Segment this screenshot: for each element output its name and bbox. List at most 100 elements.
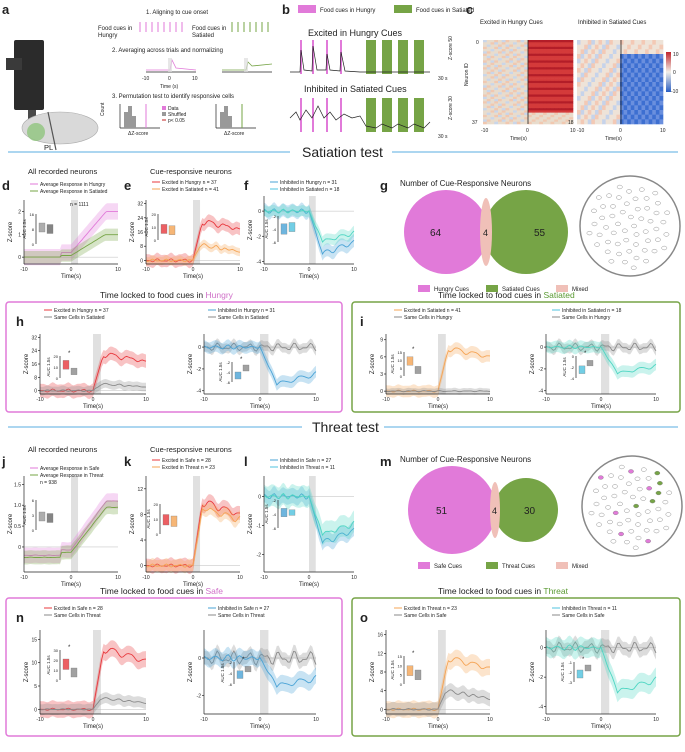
heat-cell <box>637 44 642 50</box>
heat-cell <box>584 110 589 115</box>
j-title: All recorded neurons <box>28 445 97 454</box>
cell-contour <box>645 476 652 481</box>
heat-cell <box>539 53 544 57</box>
heat-cell <box>594 40 599 45</box>
heat-cell <box>524 117 529 120</box>
heat-cell <box>520 74 525 77</box>
inset-tick: 10 <box>398 663 403 668</box>
panel-m: Number of Cue-Responsive Neurons 51 4 30… <box>400 455 683 570</box>
heat-cell <box>609 68 614 73</box>
heat-cell <box>580 86 585 92</box>
x-tick-label: 10 <box>143 717 149 723</box>
heat-cell <box>498 103 503 107</box>
heat-cell <box>490 114 495 118</box>
heat-cell <box>483 114 488 118</box>
series-band-0 <box>146 494 240 575</box>
heat-cell <box>630 82 635 87</box>
heat-cell <box>546 53 551 57</box>
heat-cell <box>486 80 491 84</box>
heat-cell <box>531 105 536 109</box>
c-xtick-l-neg10: -10 <box>481 128 488 134</box>
heat-cell <box>494 60 499 64</box>
heat-cell <box>602 86 606 92</box>
heat-cell <box>483 117 488 120</box>
heat-cell <box>569 114 574 118</box>
heat-cell <box>550 64 555 68</box>
heat-cell <box>486 60 491 64</box>
heat-cell <box>569 49 574 52</box>
heat-cell <box>543 40 548 43</box>
heat-cell <box>577 63 581 69</box>
x-tick-label: 10 <box>351 575 357 581</box>
heat-cell <box>577 40 581 45</box>
heat-cell <box>616 91 621 97</box>
heat-cell <box>587 54 592 59</box>
heat-cell <box>569 89 574 93</box>
heat-cell <box>505 83 510 86</box>
heat-cell <box>486 76 491 79</box>
section-title-threat: Threat test <box>312 419 379 435</box>
heat-cell <box>490 58 495 61</box>
heat-cell <box>543 96 548 100</box>
heat-cell <box>505 85 510 88</box>
heat-cell <box>620 110 624 115</box>
b-legend-satiated: Food cues in Satiated <box>416 8 474 14</box>
heat-cell <box>584 91 589 97</box>
m-legend-mixed-swatch <box>556 562 568 569</box>
cell-contour <box>596 232 603 237</box>
heat-cell <box>531 80 536 84</box>
heat-cell <box>509 105 514 109</box>
heat-cell <box>543 101 548 104</box>
a-legend-data: Data <box>168 106 179 112</box>
y-axis-label: Z-score <box>370 353 376 374</box>
c-ytick-top: 0 <box>476 40 479 46</box>
heat-cell <box>584 114 589 120</box>
y-tick-label: 8 <box>380 670 383 676</box>
heat-cell <box>516 121 521 125</box>
heat-cell <box>498 92 503 95</box>
heat-cell <box>594 114 599 120</box>
heat-cell <box>612 119 617 125</box>
heat-cell <box>516 49 521 52</box>
cell-contour <box>610 230 617 235</box>
inset-tick: -2 <box>226 360 230 365</box>
heat-cell <box>483 69 488 73</box>
heat-cell <box>535 78 540 82</box>
x-tick-label: 10 <box>115 575 121 581</box>
heat-cell <box>528 117 533 120</box>
heat-cell <box>490 71 495 75</box>
heat-cell <box>494 67 499 70</box>
heat-cell <box>494 44 499 48</box>
heat-cell <box>602 72 606 78</box>
heat-cell <box>486 121 491 125</box>
heat-cell <box>554 71 559 75</box>
heat-cell <box>513 74 518 77</box>
heat-cell <box>535 87 540 91</box>
heat-cell <box>550 51 555 54</box>
heat-cell <box>546 78 551 82</box>
heat-cell <box>594 77 599 83</box>
heat-cell <box>486 92 491 95</box>
heat-cell <box>516 80 521 84</box>
significance-star: * <box>240 357 243 363</box>
heat-cell <box>486 94 491 98</box>
series-line-0 <box>545 641 657 654</box>
y-tick-label: 0 <box>34 389 37 395</box>
heat-cell <box>543 49 548 52</box>
heat-cell <box>561 64 566 68</box>
heat-cell <box>505 99 510 102</box>
heat-cell <box>558 44 563 48</box>
heat-cell <box>531 89 536 93</box>
heat-cell <box>520 40 525 43</box>
heat-cell <box>509 69 514 73</box>
heat-cell <box>554 94 559 98</box>
heat-cell <box>616 119 621 125</box>
heat-cell <box>535 85 540 88</box>
d-n-count: n = 1111 <box>70 202 89 208</box>
heat-cell <box>516 44 521 48</box>
heat-cell <box>620 63 624 69</box>
heat-cell <box>505 76 510 79</box>
heat-cell <box>558 49 563 52</box>
heat-cell <box>609 58 614 64</box>
